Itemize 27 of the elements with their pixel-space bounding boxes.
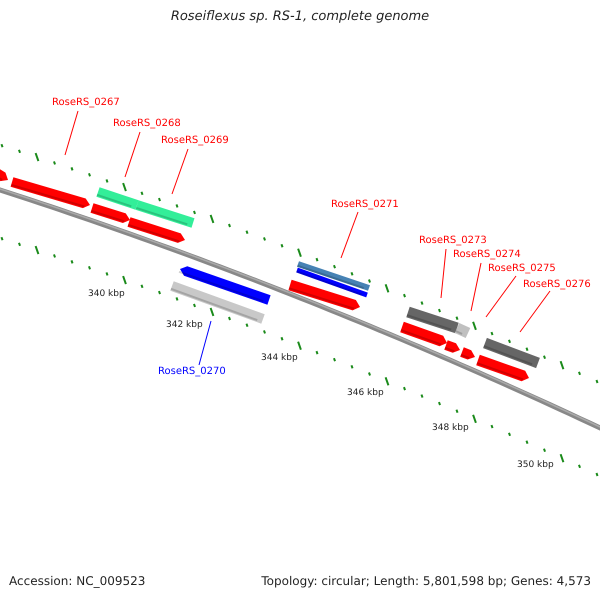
gene-label: RoseRS_0274 [453, 249, 521, 260]
leader-line [64, 110, 78, 156]
leader-line [340, 212, 358, 258]
gene-label: RoseRS_0268 [113, 118, 181, 129]
map-title: Roseiflexus sp. RS-1, complete genome [170, 10, 430, 24]
gene-label: RoseRS_0270 [158, 366, 226, 377]
gene-label: RoseRS_0273 [419, 235, 487, 246]
gene-label: RoseRS_0267 [52, 97, 120, 108]
gene-label: RoseRS_0269 [161, 135, 229, 146]
gene-label: RoseRS_0271 [331, 199, 399, 210]
position-label: 350 kbp [517, 461, 554, 471]
leader-line [440, 248, 446, 298]
leader-line [172, 148, 188, 194]
position-label: 344 kbp [261, 354, 298, 364]
position-label: 348 kbp [432, 424, 469, 434]
leader-line [486, 276, 516, 318]
leader-line [470, 262, 482, 312]
leader-line [198, 320, 212, 366]
leader-line [520, 290, 550, 332]
gene-label: RoseRS_0276 [523, 279, 591, 290]
genome-info-text: Topology: circular; Length: 5,801,598 bp; Genes: 4,573 [261, 575, 591, 588]
gene-label: RoseRS_0275 [488, 263, 556, 274]
position-label: 346 kbp [347, 389, 384, 399]
leader-line [124, 132, 140, 178]
position-label: 342 kbp [166, 321, 203, 331]
accession-text: Accession: NC_009523 [9, 575, 146, 588]
position-label: 340 kbp [88, 290, 125, 300]
